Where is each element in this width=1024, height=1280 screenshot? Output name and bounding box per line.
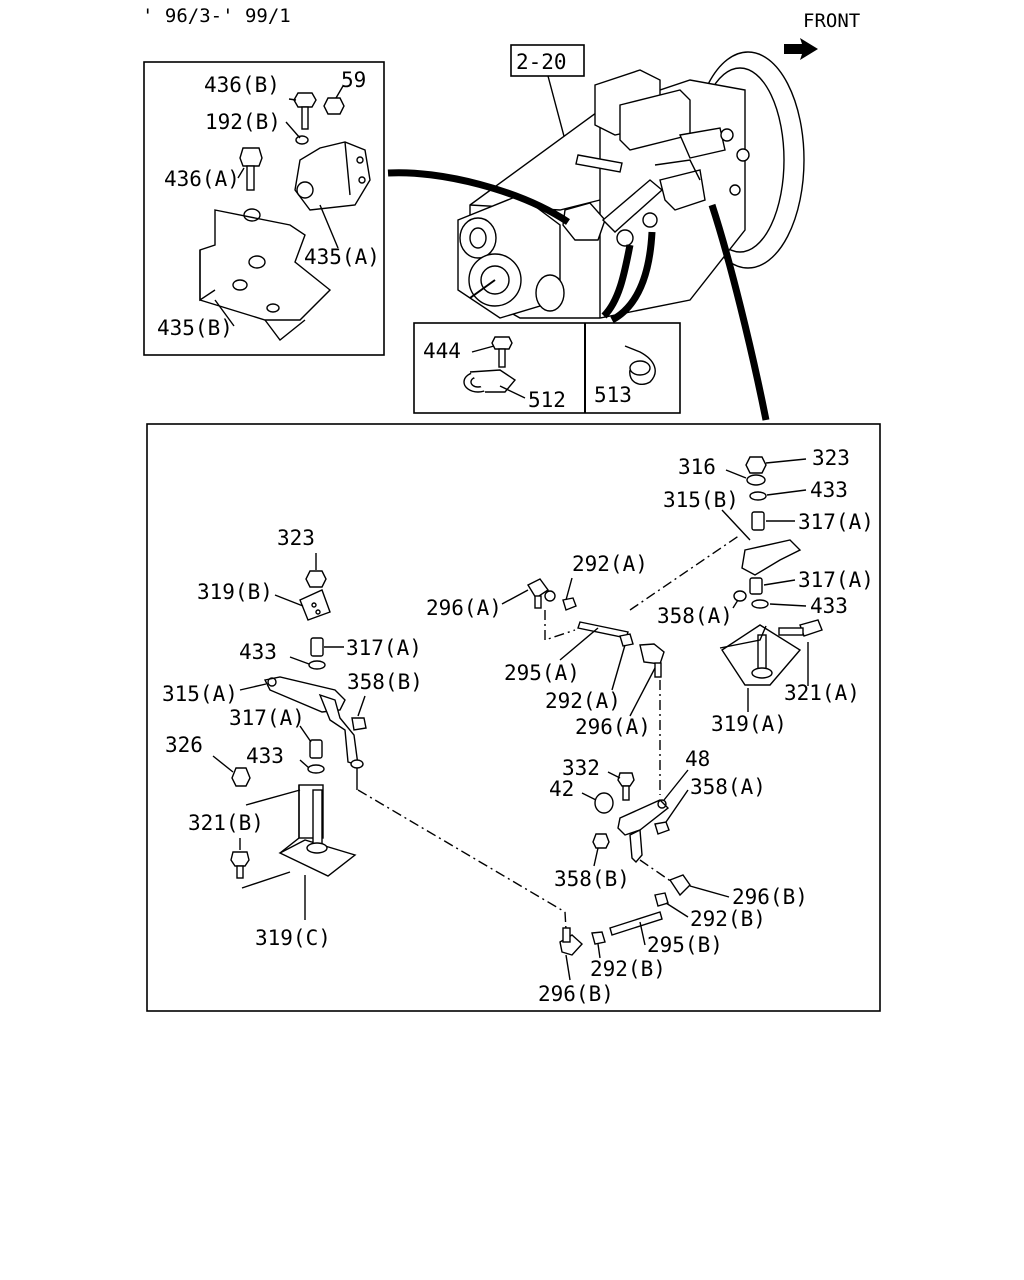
label-332: 332 [562,756,600,780]
label-59: 59 [341,68,366,92]
linkage-dashline-2 [629,534,741,611]
label-316: 316 [678,455,716,479]
label-296b-2: 296(B) [538,982,614,1006]
label-436a: 436(A) [164,167,240,191]
clamp-513-parts [624,345,656,386]
label-358a-right: 358(A) [657,604,733,628]
linkage-dashline-6 [564,911,567,931]
label-433-left-2: 433 [246,744,284,768]
label-433-left-1: 433 [239,640,277,664]
label-292a-1: 292(A) [572,552,648,576]
label-319b: 319(B) [197,580,273,604]
ref-box [510,44,585,77]
label-323-left: 323 [277,526,315,550]
label-326: 326 [165,733,203,757]
label-433-right-1: 433 [810,478,848,502]
label-295a: 295(A) [504,661,580,685]
label-295b: 295(B) [647,933,723,957]
label-317a-left-2: 317(A) [229,706,305,730]
label-435a: 435(A) [304,245,380,269]
inset-clamps [413,322,681,414]
leader-curve-linkage [708,203,770,421]
leader-curve-bracket [387,169,570,225]
label-358b-left: 358(B) [347,670,423,694]
linkage-dashline-5 [639,859,673,883]
label-296b-1: 296(B) [732,885,808,909]
label-433-right-2: 433 [810,594,848,618]
label-192b: 192(B) [205,110,281,134]
label-317a-right-2: 317(A) [798,568,874,592]
ref-box-label: 2-20 [516,50,567,74]
transmission-assembly [457,51,805,319]
label-436b: 436(B) [204,73,280,97]
label-42: 42 [549,777,574,801]
front-label: FRONT [803,10,860,32]
bracket-parts [199,92,371,341]
label-513: 513 [594,383,632,407]
leader-curve-clamps-2 [610,231,656,324]
date-range: ' 96/3-' 99/1 [142,5,291,27]
label-512: 512 [528,388,566,412]
rod-295a-assembly [527,578,665,678]
label-292b-2: 292(B) [590,957,666,981]
label-315a: 315(A) [162,682,238,706]
label-48: 48 [685,747,710,771]
label-296a-2: 296(A) [575,715,651,739]
label-319a: 319(A) [711,712,787,736]
label-317a-right-1: 317(A) [798,510,874,534]
clamp-512-parts [463,336,517,393]
right-shift-assembly [721,456,823,686]
label-435b: 435(B) [157,316,233,340]
center-lever-assembly [559,772,691,956]
label-358a-center: 358(A) [690,775,766,799]
linkage-dashline-4 [357,789,566,913]
label-317a-left-1: 317(A) [346,636,422,660]
inset-bracket [143,61,385,356]
linkage-dashline-1 [544,610,576,641]
label-321b: 321(B) [188,811,264,835]
label-296a-1: 296(A) [426,596,502,620]
front-arrow-icon [784,38,818,60]
inset-linkage [146,423,881,1012]
leader-curve-clamps-1 [601,244,634,319]
label-319c: 319(C) [255,926,331,950]
label-321a: 321(A) [784,681,860,705]
label-358b-center: 358(B) [554,867,630,891]
label-292a-2: 292(A) [545,689,621,713]
label-444: 444 [423,339,461,363]
label-315b: 315(B) [663,488,739,512]
label-323-right: 323 [812,446,850,470]
label-292b-1: 292(B) [690,907,766,931]
